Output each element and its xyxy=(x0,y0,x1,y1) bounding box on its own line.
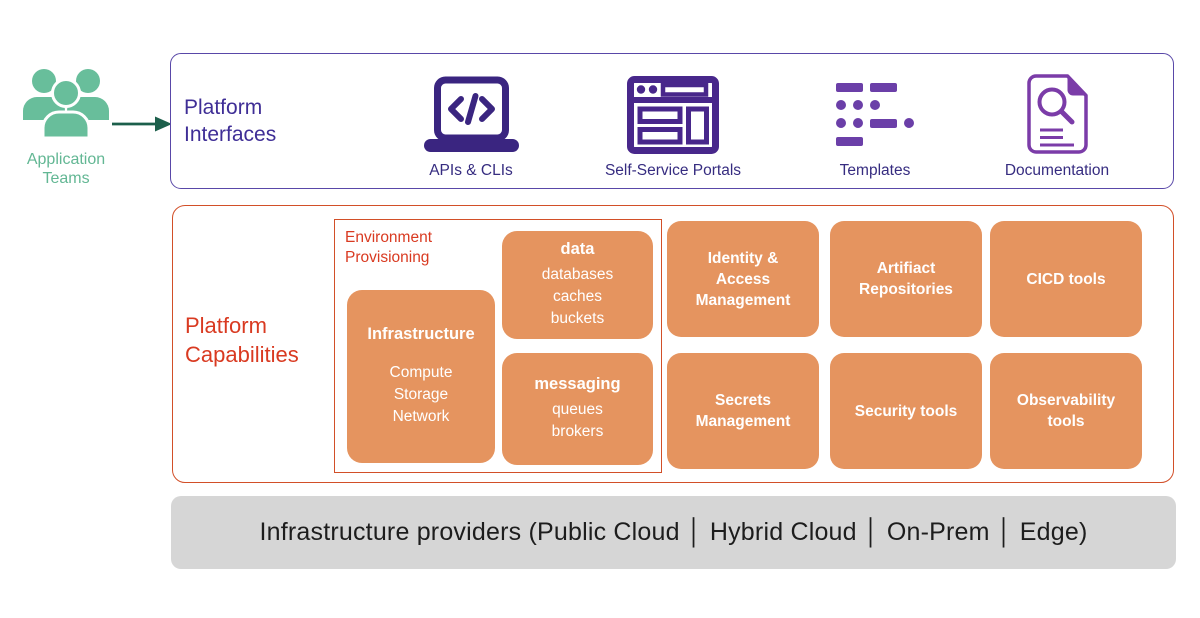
platform-capabilities-title: Platform Capabilities xyxy=(185,313,299,367)
documentation-label: Documentation xyxy=(1004,162,1110,179)
data-item: caches xyxy=(552,288,603,305)
apis-clis-label: APIs & CLIs xyxy=(429,162,513,179)
tool-tile-identity-access-management: Identity & Access Management xyxy=(667,221,819,337)
platform-interfaces-box: Platform Interfaces APIs & CLIs xyxy=(170,53,1174,189)
arrow-teams-to-interfaces-icon xyxy=(111,112,173,141)
interface-item-apis-clis: APIs & CLIs xyxy=(386,70,556,180)
templates-label: Templates xyxy=(839,162,911,179)
infrastructure-tile-title: Infrastructure xyxy=(367,325,475,343)
browser-window-icon xyxy=(627,70,719,154)
data-item: databases xyxy=(541,266,614,283)
data-tile-items: databases caches buckets xyxy=(542,264,614,330)
application-teams-group: Application Teams xyxy=(12,66,120,188)
interface-item-self-service-portals: Self-Service Portals xyxy=(588,70,758,180)
infrastructure-item: Compute xyxy=(389,364,453,381)
interface-item-templates: Templates xyxy=(790,70,960,180)
messaging-item: brokers xyxy=(551,423,604,440)
infrastructure-item: Storage xyxy=(393,386,449,403)
infrastructure-tile-items: Compute Storage Network xyxy=(390,362,453,428)
data-tile: data databases caches buckets xyxy=(502,231,653,339)
messaging-tile-title: messaging xyxy=(534,375,621,393)
infrastructure-providers-bar: Infrastructure providers (Public Cloud │… xyxy=(171,496,1176,569)
tool-tile-observability-tools: Observability tools xyxy=(990,353,1142,469)
environment-provisioning-title: Environment Provisioning xyxy=(345,229,433,266)
infrastructure-item: Network xyxy=(392,408,450,425)
interface-item-documentation: Documentation xyxy=(972,70,1142,180)
messaging-item: queues xyxy=(552,401,603,418)
data-item: buckets xyxy=(550,310,605,327)
self-service-portals-label: Self-Service Portals xyxy=(604,162,742,179)
infrastructure-tile: Infrastructure Compute Storage Network xyxy=(347,290,495,463)
application-teams-label: Application Teams xyxy=(26,151,106,187)
people-group-icon xyxy=(18,66,114,143)
tool-tile-secrets-management: Secrets Management xyxy=(667,353,819,469)
laptop-code-icon xyxy=(423,70,519,154)
environment-provisioning-box: Environment Provisioning Infrastructure … xyxy=(334,219,662,473)
tool-tile-artifact-repositories: Artifiact Repositories xyxy=(830,221,982,337)
document-search-icon xyxy=(1025,70,1090,154)
platform-capabilities-box: Platform Capabilities Environment Provis… xyxy=(172,205,1174,483)
tool-tile-cicd-tools: CICD tools xyxy=(990,221,1142,337)
dots-dashes-icon xyxy=(836,70,914,154)
data-tile-title: data xyxy=(560,240,595,258)
platform-interfaces-title: Platform Interfaces xyxy=(184,96,277,146)
messaging-tile: messaging queues brokers xyxy=(502,353,653,465)
tool-tile-security-tools: Security tools xyxy=(830,353,982,469)
messaging-tile-items: queues brokers xyxy=(552,399,604,443)
